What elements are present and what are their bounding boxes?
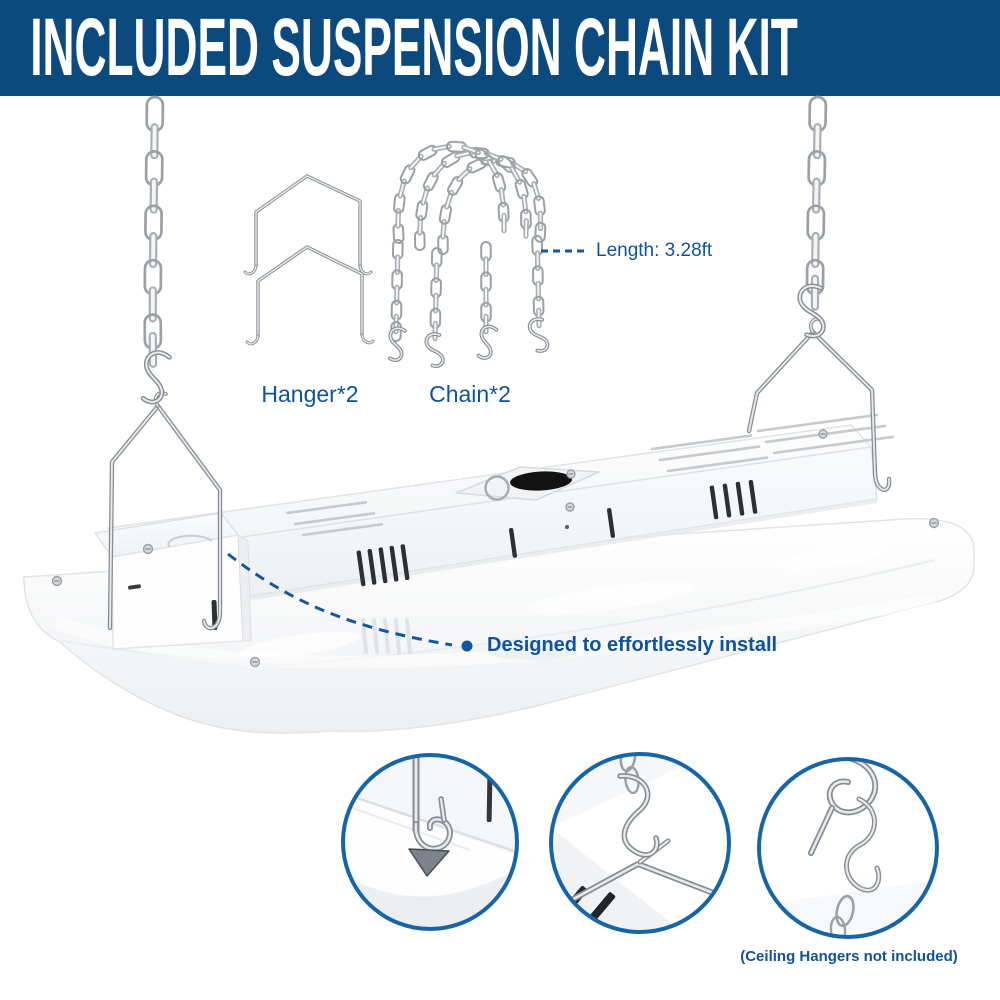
light-fixture [23, 413, 975, 734]
banner: INCLUDED SUSPENSION CHAIN KIT [0, 0, 1000, 96]
install-callout-line [227, 552, 473, 652]
detail-circle-ceiling-hooks [757, 757, 939, 939]
detail-circle-chain-hanger [549, 752, 731, 934]
install-note-label: Designed to effortlessly install [487, 634, 778, 656]
hanger-product-pair [243, 174, 375, 346]
chain-bundle-product [387, 140, 550, 368]
detail-circle-hook-slot [341, 753, 519, 931]
chain-length-label: Length: 3.28ft [596, 240, 713, 261]
right-suspension-chain [797, 95, 828, 339]
banner-title: INCLUDED SUSPENSION CHAIN KIT [30, 2, 798, 93]
left-v-hanger [107, 391, 223, 631]
left-suspension-chain [140, 95, 172, 405]
chain-count-label: Chain*2 [429, 381, 511, 407]
right-v-hanger [746, 317, 892, 492]
hanger-count-label: Hanger*2 [261, 381, 359, 407]
disclaimer-label: (Ceiling Hangers not included) [740, 948, 958, 965]
